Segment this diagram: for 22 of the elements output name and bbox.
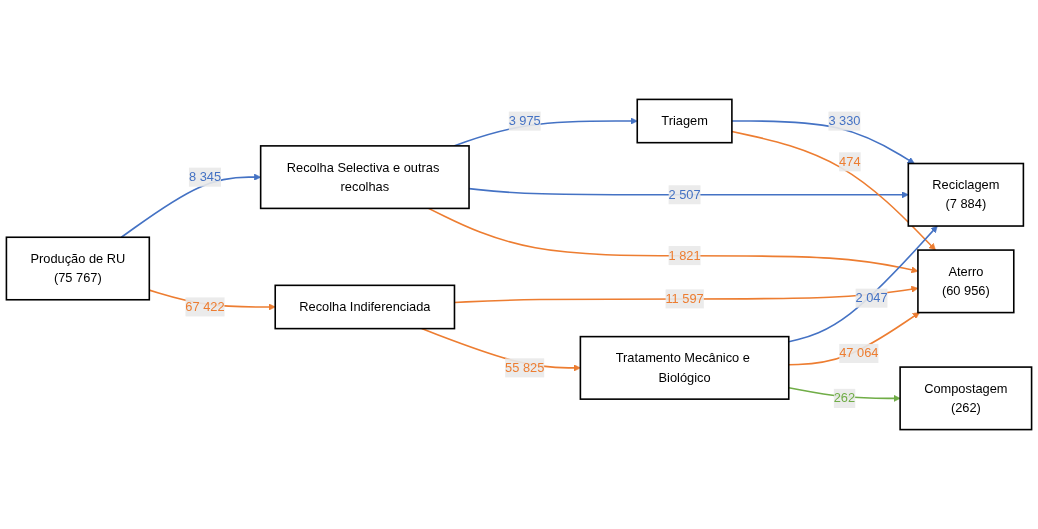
edge-label: 8 345: [188, 169, 222, 184]
edge-label: 2 507: [668, 187, 701, 202]
edge-label: 67 422: [185, 299, 225, 314]
edge-label: 262: [833, 391, 856, 405]
node-box: Triagem: [636, 98, 733, 144]
edge-label: 474: [839, 154, 861, 169]
edge-label: 1 821: [668, 248, 701, 263]
node-box: Compostagem (262): [899, 366, 1033, 431]
node-box: Recolha Selectiva e outras recolhas: [259, 145, 470, 210]
node-box: Recolha Indiferenciada: [274, 284, 456, 330]
node-box: Reciclagem (7 884): [907, 162, 1025, 227]
node-box: Produção de RU (75 767): [5, 236, 151, 301]
edge-label: 3 330: [828, 113, 861, 128]
arrow: [731, 130, 936, 251]
edge-label: 47 064: [839, 346, 879, 360]
arrow: [731, 120, 915, 164]
node-box: Tratamento Mecânico e Biológico: [579, 335, 790, 400]
node-box: Aterro (60 956): [917, 249, 1015, 314]
edge-label: 11 597: [665, 291, 704, 306]
edge-label: 55 825: [505, 360, 545, 375]
edge-label: 3 975: [508, 113, 541, 128]
edge-label: 2 047: [855, 290, 888, 305]
